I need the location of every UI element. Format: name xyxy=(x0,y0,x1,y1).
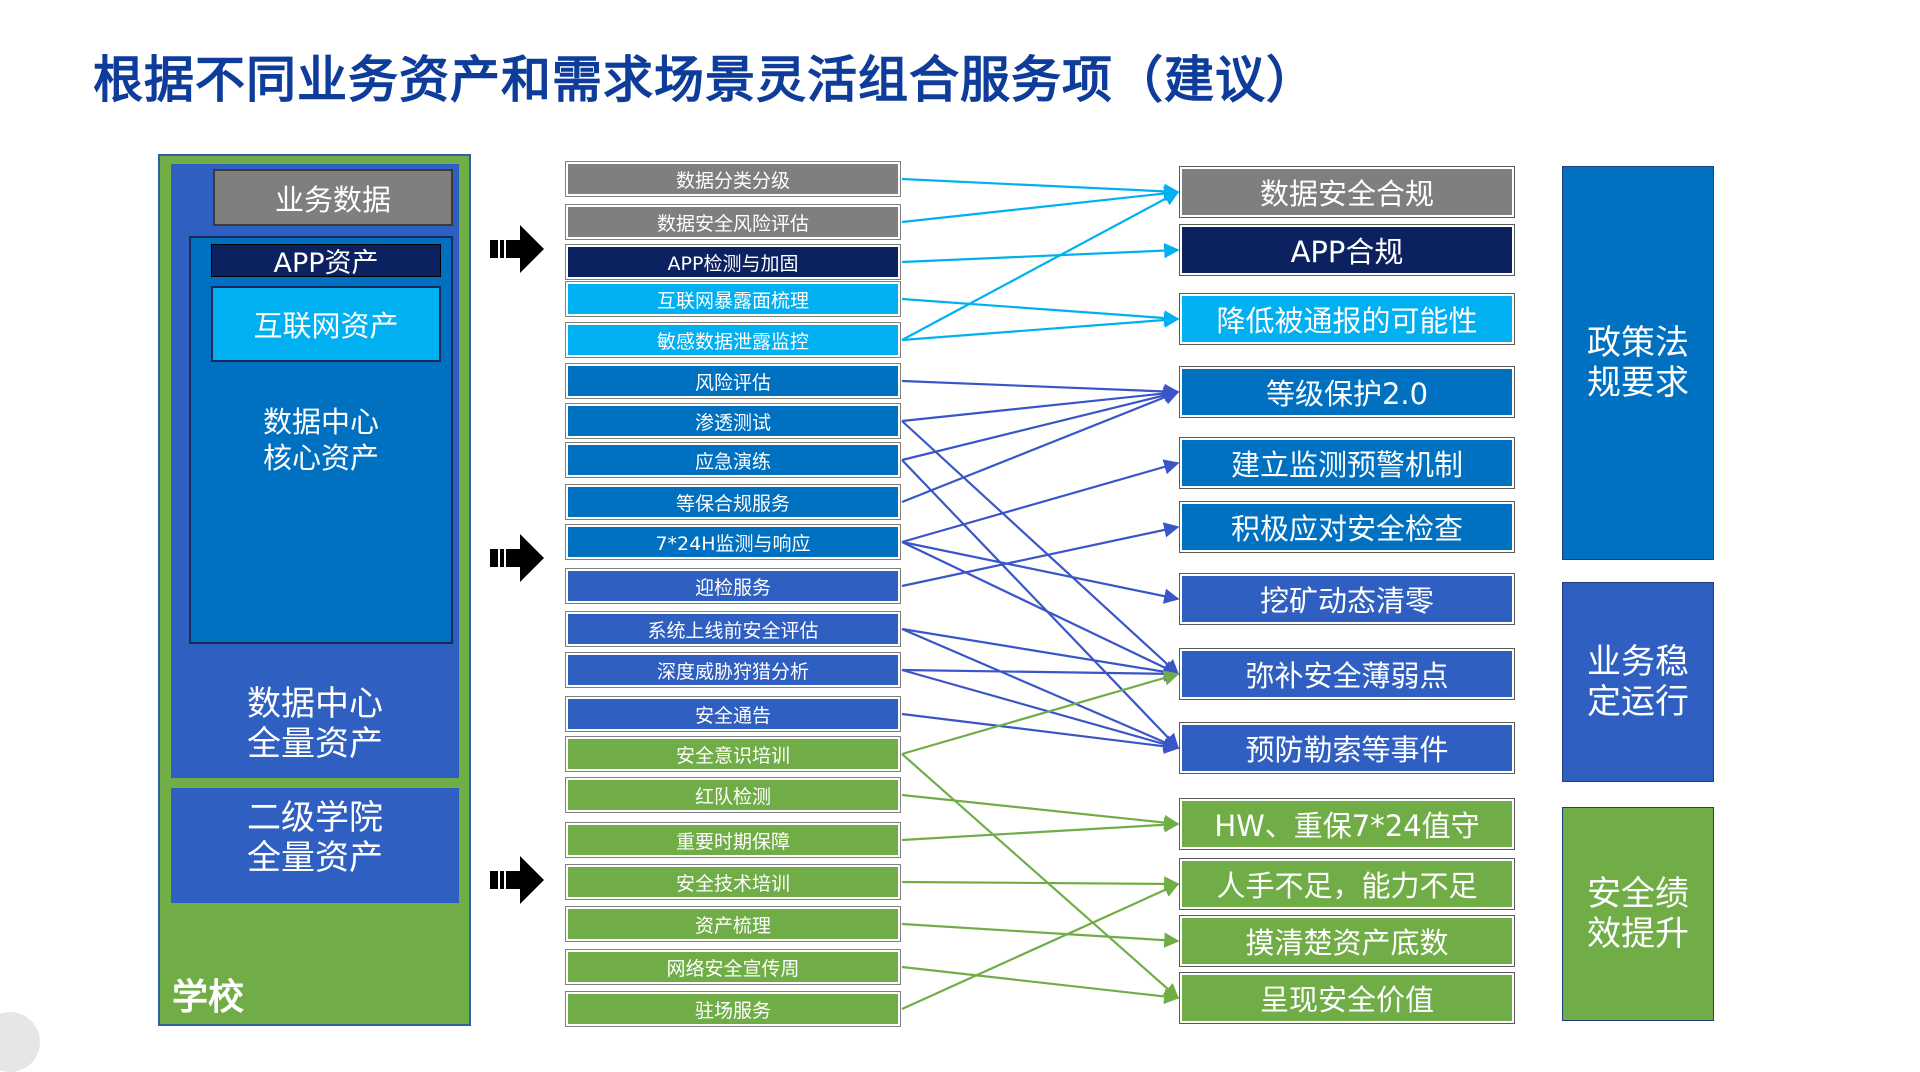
goal-item: 降低被通报的可能性 xyxy=(1179,293,1515,345)
service-item: 敏感数据泄露监控 xyxy=(565,322,901,358)
service-item: 迎检服务 xyxy=(565,568,901,604)
service-item: 数据安全风险评估 xyxy=(565,204,901,240)
school-label: 学校 xyxy=(172,977,245,1018)
connector-arrow xyxy=(901,965,1180,1005)
connector-arrow xyxy=(901,540,1180,604)
college-assets-line2: 全量资产 xyxy=(247,838,383,878)
service-item: 安全意识培训 xyxy=(565,736,901,772)
connector-arrow xyxy=(901,297,1180,326)
connector-arrow xyxy=(901,712,1180,754)
connector-arrow xyxy=(901,459,1180,750)
connector-arrow xyxy=(901,627,1180,680)
page-title: 根据不同业务资产和需求场景灵活组合服务项（建议） xyxy=(93,51,1317,109)
service-item: 网络安全宣传周 xyxy=(565,949,901,985)
category-line2: 效提升 xyxy=(1587,914,1689,954)
service-item: 渗透测试 xyxy=(565,403,901,439)
internet-assets-box: 互联网资产 xyxy=(211,286,441,362)
arrow-right-icon xyxy=(490,225,544,273)
dc-core-assets-line1: 数据中心 xyxy=(262,405,379,439)
dc-all-assets-label: 数据中心 全量资产 xyxy=(171,684,459,764)
connector-arrow xyxy=(901,670,1180,756)
goal-item: APP合规 xyxy=(1179,224,1515,276)
service-item: 数据分类分级 xyxy=(565,161,901,197)
college-assets-line1: 二级学院 xyxy=(247,798,383,838)
connector-arrow xyxy=(901,793,1180,831)
goal-item: 等级保护2.0 xyxy=(1179,366,1515,418)
arrow-right-icon xyxy=(490,856,544,904)
service-item: 风险评估 xyxy=(565,363,901,399)
category-line1: 业务稳 xyxy=(1587,642,1689,682)
connector-arrow xyxy=(901,627,1180,750)
dc-core-assets-line2: 核心资产 xyxy=(262,441,379,475)
goal-item: 摸清楚资产底数 xyxy=(1179,915,1515,967)
arrow-right-icon xyxy=(490,534,544,582)
goal-item: 人手不足，能力不足 xyxy=(1179,858,1515,910)
service-item: 资产梳理 xyxy=(565,906,901,942)
goal-item: 积极应对安全检查 xyxy=(1179,501,1515,553)
goal-item: 预防勒索等事件 xyxy=(1179,722,1515,774)
service-item: 7*24H监测与响应 xyxy=(565,524,901,560)
goal-item: HW、重保7*24值守 xyxy=(1179,798,1515,850)
business-data-box: 业务数据 xyxy=(213,169,453,226)
category-block: 安全绩效提升 xyxy=(1562,807,1714,1021)
service-item: 安全技术培训 xyxy=(565,864,901,900)
category-block: 政策法规要求 xyxy=(1562,166,1714,560)
college-assets-label: 二级学院 全量资产 xyxy=(171,798,459,878)
connector-arrow xyxy=(901,876,1180,892)
service-item: 驻场服务 xyxy=(565,991,901,1027)
connector-arrow xyxy=(901,191,1180,341)
connector-arrow xyxy=(901,385,1180,423)
service-item: 安全通告 xyxy=(565,696,901,732)
service-item: 重要时期保障 xyxy=(565,822,901,858)
service-item: 深度威胁狩猎分析 xyxy=(565,652,901,688)
service-item: 互联网暴露面梳理 xyxy=(565,281,901,317)
connector-lines xyxy=(901,177,1180,1011)
connector-arrow xyxy=(901,666,1180,682)
connector-arrow xyxy=(901,668,1180,752)
connector-arrow xyxy=(901,541,1180,675)
connector-arrow xyxy=(901,522,1180,588)
dc-all-assets-line1: 数据中心 xyxy=(247,684,383,724)
connector-arrow xyxy=(901,420,1180,676)
connector-arrow xyxy=(901,389,1180,504)
connector-arrow xyxy=(901,922,1180,948)
service-item: APP检测与加固 xyxy=(565,244,901,280)
service-item: 系统上线前安全评估 xyxy=(565,611,901,647)
goal-item: 建立监测预警机制 xyxy=(1179,437,1515,489)
category-line2: 定运行 xyxy=(1587,682,1689,722)
connector-arrow xyxy=(901,817,1180,842)
connector-arrow xyxy=(901,242,1180,264)
dc-all-assets-line2: 全量资产 xyxy=(247,724,383,764)
category-line1: 安全绩 xyxy=(1587,874,1689,914)
goal-item: 呈现安全价值 xyxy=(1179,972,1515,1024)
app-assets-box: APP资产 xyxy=(211,244,441,279)
connector-arrow xyxy=(901,882,1180,1011)
connector-arrow xyxy=(901,185,1180,224)
connector-arrow xyxy=(901,753,1180,1000)
service-item: 等保合规服务 xyxy=(565,484,901,520)
category-line1: 政策法 xyxy=(1587,323,1689,363)
connector-arrow xyxy=(901,312,1180,342)
goal-item: 挖矿动态清零 xyxy=(1179,573,1515,625)
category-block: 业务稳定运行 xyxy=(1562,582,1714,782)
goal-item: 弥补安全薄弱点 xyxy=(1179,648,1515,700)
connector-arrow xyxy=(901,177,1180,200)
service-item: 红队检测 xyxy=(565,777,901,813)
connector-arrow xyxy=(901,459,1180,544)
college-assets-block xyxy=(171,788,459,903)
goal-item: 数据安全合规 xyxy=(1179,166,1515,218)
connector-arrow xyxy=(901,387,1180,462)
connector-arrow xyxy=(901,379,1180,400)
service-item: 应急演练 xyxy=(565,442,901,478)
category-line2: 规要求 xyxy=(1587,363,1689,403)
dc-core-assets-label: 数据中心 核心资产 xyxy=(189,404,453,476)
